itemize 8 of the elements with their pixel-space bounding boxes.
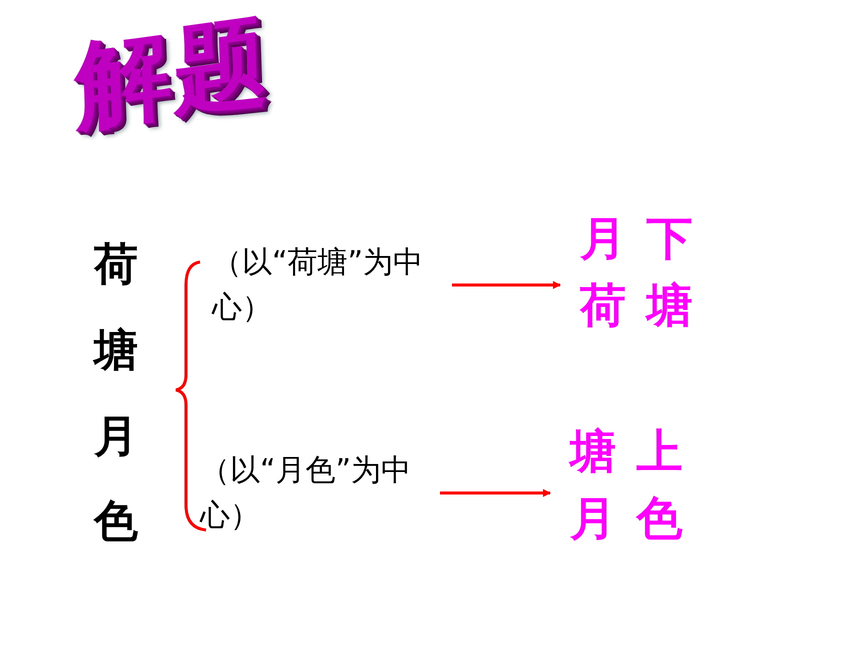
result-text: 塘上月色 xyxy=(570,423,704,547)
arrow xyxy=(452,281,561,289)
description-text: （以“荷塘”为中心） xyxy=(212,244,424,327)
title-wordart: 解题 xyxy=(74,2,272,145)
result-text: 月下荷塘 xyxy=(580,210,714,334)
vertical-title-text: 荷塘月色 xyxy=(94,238,138,550)
description-text: （以“月色”为中心） xyxy=(200,452,412,535)
arrow xyxy=(440,489,551,497)
